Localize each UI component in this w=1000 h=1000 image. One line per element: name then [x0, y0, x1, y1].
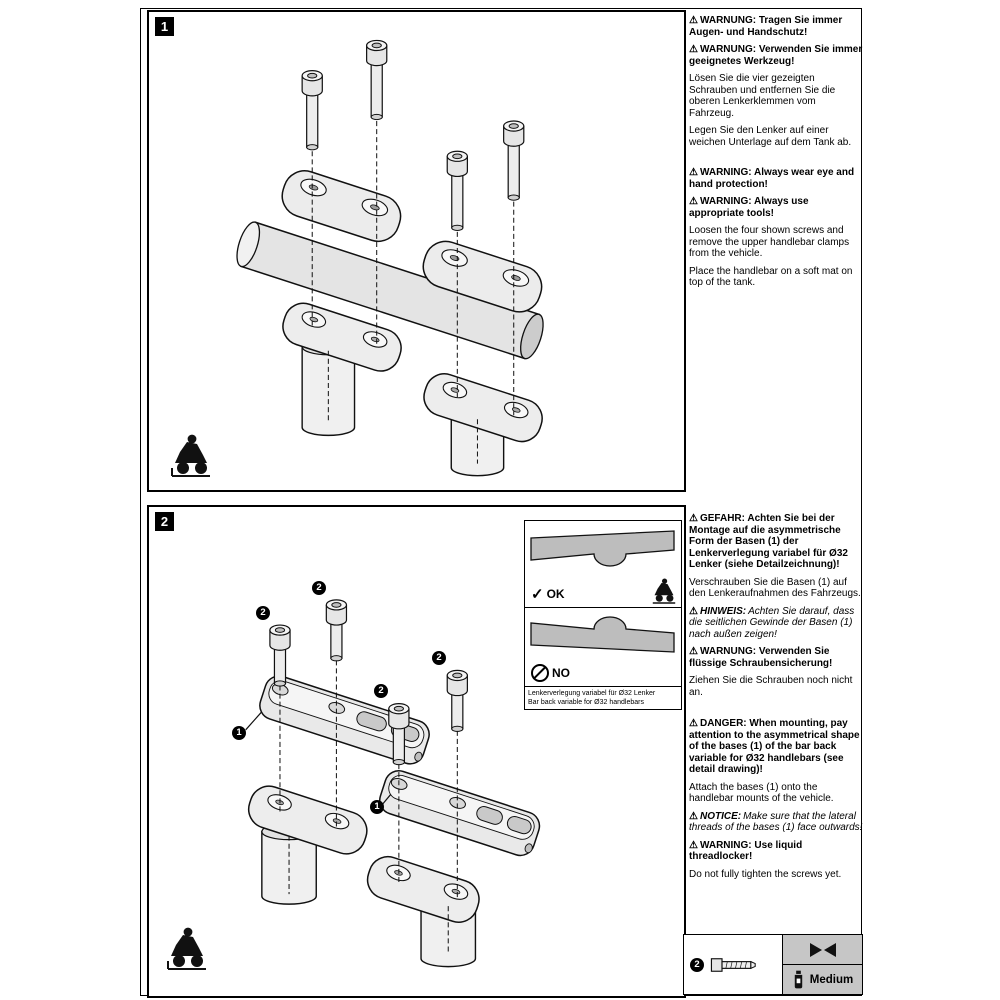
- step2-danger-en: ⚠DANGER: When mounting, pay attention to…: [689, 718, 860, 775]
- step1-technical-drawing: [236, 39, 544, 477]
- step2-technical-drawing: [245, 599, 541, 968]
- left-lower-clamp: [282, 302, 402, 372]
- right-base-plate: [379, 770, 541, 857]
- warning-triangle-icon: ⚠: [689, 15, 698, 26]
- screw-callout-2: 2: [374, 684, 388, 698]
- step2-text-de-2: Ziehen Sie die Schrauben noch nicht an.: [689, 675, 853, 698]
- inset-caption-en: Bar back variable for Ø32 handlebars: [528, 699, 644, 707]
- screw-callout-2: 2: [256, 606, 270, 620]
- step1-text-en-2: Place the handlebar on a soft mat on top…: [689, 265, 853, 289]
- no-label: NO: [552, 666, 570, 680]
- step2-instructions: ⚠GEFAHR: Achten Sie bei der Montage auf …: [689, 513, 863, 886]
- hand-tight-icon: [809, 942, 836, 957]
- base-callout-1: 1: [232, 726, 246, 740]
- warning-triangle-icon: ⚠: [689, 646, 698, 657]
- legend-right-column: Medium: [783, 935, 862, 994]
- page-frame: 1: [140, 8, 863, 998]
- prohibition-icon: [531, 664, 549, 682]
- step2-panel: 2: [147, 505, 686, 998]
- warning-triangle-icon: ⚠: [689, 196, 698, 207]
- step1-number-badge: 1: [155, 17, 174, 36]
- warning-triangle-icon: ⚠: [689, 839, 698, 851]
- assembly-centerlines: [279, 660, 458, 955]
- step2-warning-de: ⚠WARNUNG: Verwenden Sie flüssige Schraub…: [689, 646, 833, 669]
- left-upper-clamp: [281, 170, 402, 243]
- threadlocker-cell: Medium: [783, 964, 862, 994]
- step2-notice-de: ⚠HINWEIS:Achten Sie darauf, dass die sei…: [689, 605, 855, 640]
- warning-triangle-icon: ⚠: [689, 513, 698, 524]
- motorcycle-icon: [169, 432, 213, 478]
- clamp-screw: [503, 120, 525, 201]
- inset-caption-de: Lenkerverlegung variabel für Ø32 Lenker: [528, 690, 656, 697]
- motorcycle-icon: [165, 925, 209, 971]
- clamp-screw: [366, 39, 388, 121]
- step1-text-en-1: Loosen the four shown screws and remove …: [689, 225, 850, 259]
- screw-callout-2: 2: [690, 957, 704, 972]
- threadlocker-bottle-icon: [794, 970, 802, 989]
- handlebar: [236, 221, 544, 360]
- step1-instructions: ⚠WARNUNG: Tragen Sie immer Augen- und Ha…: [689, 15, 863, 295]
- base-screw: [325, 599, 348, 662]
- threadlocker-strength-label: Medium: [809, 973, 854, 986]
- orientation-detail-inset: ✓ OK: [524, 520, 682, 711]
- right-handlebar-mount: [366, 855, 480, 923]
- warning-triangle-icon: ⚠: [689, 605, 698, 617]
- base-profile-wrong: [530, 616, 675, 653]
- check-icon: ✓: [531, 586, 544, 603]
- step1-text-de-2: Legen Sie den Lenker auf einer weichen U…: [689, 125, 852, 148]
- ok-label: OK: [546, 587, 565, 601]
- step1-warning-de-2: ⚠WARNUNG: Verwenden Sie immer geeignetes…: [689, 44, 863, 67]
- motorcycle-icon: [651, 577, 677, 604]
- step2-text-en-2: Do not fully tighten the screws yet.: [689, 868, 842, 880]
- warning-triangle-icon: ⚠: [689, 718, 698, 729]
- right-lower-clamp: [423, 373, 543, 443]
- inset-caption: Lenkerverlegung variabel für Ø32 Lenker …: [525, 687, 681, 709]
- warning-triangle-icon: ⚠: [689, 167, 698, 178]
- clamp-screw: [301, 70, 323, 151]
- warning-triangle-icon: ⚠: [689, 810, 698, 822]
- screw-callout-2: 2: [432, 651, 446, 665]
- ok-verdict: ✓ OK: [531, 585, 565, 603]
- right-upper-clamp: [422, 240, 543, 313]
- step1-panel: 1: [147, 10, 686, 492]
- step2-danger-de: ⚠GEFAHR: Achten Sie bei der Montage auf …: [689, 513, 848, 570]
- step2-text-de-1: Verschrauben Sie die Basen (1) auf den L…: [689, 576, 861, 600]
- assembly-centerlines: [311, 121, 515, 464]
- base-screw: [446, 669, 468, 733]
- step2-number-badge: 2: [155, 512, 174, 531]
- step2-text-en-1: Attach the bases (1) onto the handlebar …: [689, 781, 834, 805]
- step1-text-de-1: Lösen Sie die vier gezeigten Schrauben u…: [689, 73, 836, 119]
- step1-warning-en-2: ⚠WARNING: Always use appropriate tools!: [689, 196, 809, 219]
- warning-triangle-icon: ⚠: [689, 44, 698, 55]
- clamp-screw: [446, 150, 468, 232]
- legend-screw-cell: 2: [684, 935, 783, 994]
- screw-icon: [710, 957, 756, 972]
- step1-warning-en-1: ⚠WARNING: Always wear eye and hand prote…: [689, 167, 855, 190]
- screw-callout-2: 2: [312, 581, 326, 595]
- step2-warning-en: ⚠WARNING: Use liquid threadlocker!: [689, 839, 803, 863]
- no-verdict: NO: [531, 664, 570, 682]
- wrong-orientation-cell: NO: [525, 614, 681, 687]
- hand-tight-cell: [783, 935, 862, 964]
- step2-notice-en: ⚠NOTICE:Make sure that the lateral threa…: [689, 810, 863, 834]
- base-callout-1: 1: [370, 800, 384, 814]
- step1-warning-de-1: ⚠WARNUNG: Tragen Sie immer Augen- und Ha…: [689, 15, 843, 38]
- ok-orientation-cell: ✓ OK: [525, 527, 681, 608]
- base-profile-correct: [530, 530, 675, 567]
- hardware-legend: 2: [683, 934, 863, 995]
